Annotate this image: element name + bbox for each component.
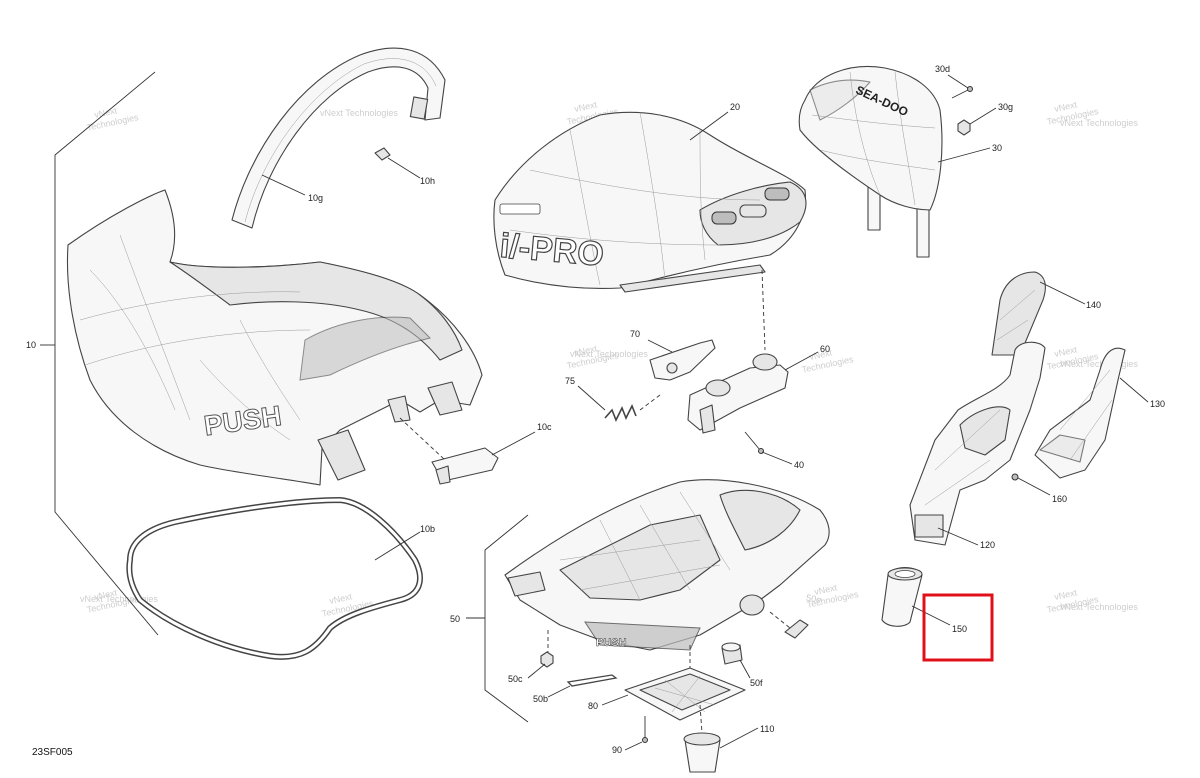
callout-10c[interactable]: 10c bbox=[537, 422, 552, 432]
svg-text:vNext: vNext bbox=[1053, 344, 1078, 359]
pin-50b bbox=[566, 674, 618, 687]
callout-130[interactable]: 130 bbox=[1150, 399, 1165, 409]
watermark: vNext Technologies bbox=[1060, 602, 1138, 612]
callout-120[interactable]: 120 bbox=[980, 540, 995, 550]
cap-50f bbox=[721, 642, 743, 665]
callout-50f[interactable]: 50f bbox=[750, 678, 763, 688]
callout-60[interactable]: 60 bbox=[820, 344, 830, 354]
callout-30g[interactable]: 30g bbox=[998, 102, 1013, 112]
svg-text:vNext: vNext bbox=[328, 591, 353, 606]
assembly-bracket-50 bbox=[484, 514, 529, 723]
svg-text:vNext: vNext bbox=[813, 582, 838, 597]
clip-10h bbox=[374, 147, 391, 161]
watermark: vNext Technologies bbox=[1060, 118, 1138, 128]
callout-75[interactable]: 75 bbox=[565, 376, 575, 386]
lever-70 bbox=[649, 339, 716, 381]
latch-10c bbox=[431, 447, 499, 485]
svg-text:vNext: vNext bbox=[808, 347, 833, 362]
callout-50b[interactable]: 50b bbox=[533, 694, 548, 704]
callout-140[interactable]: 140 bbox=[1086, 300, 1101, 310]
screw-160 bbox=[1011, 473, 1019, 481]
latch-50e bbox=[784, 619, 809, 639]
cover-20: i/-PRO bbox=[493, 111, 807, 293]
svg-text:PUSH: PUSH bbox=[596, 637, 627, 649]
diagram-code: 23SF005 bbox=[32, 747, 73, 758]
spring-75 bbox=[604, 404, 637, 422]
callout-10[interactable]: 10 bbox=[26, 340, 36, 350]
callout-10b[interactable]: 10b bbox=[420, 524, 435, 534]
screw-30d bbox=[951, 86, 973, 99]
callout-10g[interactable]: 10g bbox=[308, 193, 323, 203]
callout-50c[interactable]: 50c bbox=[508, 674, 523, 684]
watermark: vNext Technologies bbox=[1060, 359, 1138, 369]
watermark: vNext Technologies bbox=[320, 108, 398, 118]
svg-text:vNext: vNext bbox=[1053, 99, 1078, 114]
tray-80 bbox=[624, 667, 746, 721]
callout-110[interactable]: 110 bbox=[760, 724, 774, 734]
sleeve-150 bbox=[881, 566, 923, 627]
svg-text:vNext: vNext bbox=[573, 343, 598, 358]
storage-bin-50: PUSH bbox=[504, 479, 830, 651]
callout-30d[interactable]: 30d bbox=[935, 64, 950, 74]
callout-70[interactable]: 70 bbox=[630, 329, 640, 339]
nut-50c bbox=[540, 651, 554, 668]
grip-140 bbox=[991, 271, 1046, 356]
callout-50e[interactable]: 50e bbox=[805, 593, 822, 605]
callout-20[interactable]: 20 bbox=[730, 102, 740, 112]
watermark: vNext Technologies bbox=[80, 594, 158, 604]
callout-30[interactable]: 30 bbox=[992, 143, 1002, 153]
callout-40[interactable]: 40 bbox=[794, 460, 804, 470]
svg-text:vNext: vNext bbox=[1053, 587, 1078, 602]
screw-40 bbox=[744, 431, 764, 454]
strap-10g bbox=[231, 47, 446, 229]
backrest-30: SEA-DOO bbox=[798, 66, 943, 258]
highlight-box-150 bbox=[922, 593, 994, 662]
seat-10: PUSH bbox=[66, 189, 483, 486]
handle-120 bbox=[909, 341, 1046, 546]
callout-50[interactable]: 50 bbox=[450, 614, 460, 624]
svg-text:i/-PRO: i/-PRO bbox=[498, 227, 605, 274]
watermark: vNext Technologies bbox=[86, 105, 140, 133]
nut-30g bbox=[957, 119, 971, 136]
watermark: vNext Technologies bbox=[321, 591, 375, 619]
svg-text:vNext: vNext bbox=[93, 587, 118, 602]
assembly-bracket-10 bbox=[54, 71, 159, 636]
callout-10h[interactable]: 10h bbox=[420, 176, 435, 186]
svg-text:vNext: vNext bbox=[573, 99, 598, 114]
callout-160[interactable]: 160 bbox=[1052, 494, 1067, 504]
watermark: vNext Technologies bbox=[570, 349, 648, 359]
callout-150[interactable]: 150 bbox=[952, 624, 967, 634]
cover-130 bbox=[1034, 347, 1126, 479]
gasket-10b bbox=[126, 497, 423, 660]
bracket-60 bbox=[687, 353, 789, 434]
screw-90 bbox=[642, 716, 648, 743]
callout-90[interactable]: 90 bbox=[612, 745, 622, 755]
callout-80[interactable]: 80 bbox=[588, 701, 598, 711]
cup-110 bbox=[683, 732, 721, 773]
